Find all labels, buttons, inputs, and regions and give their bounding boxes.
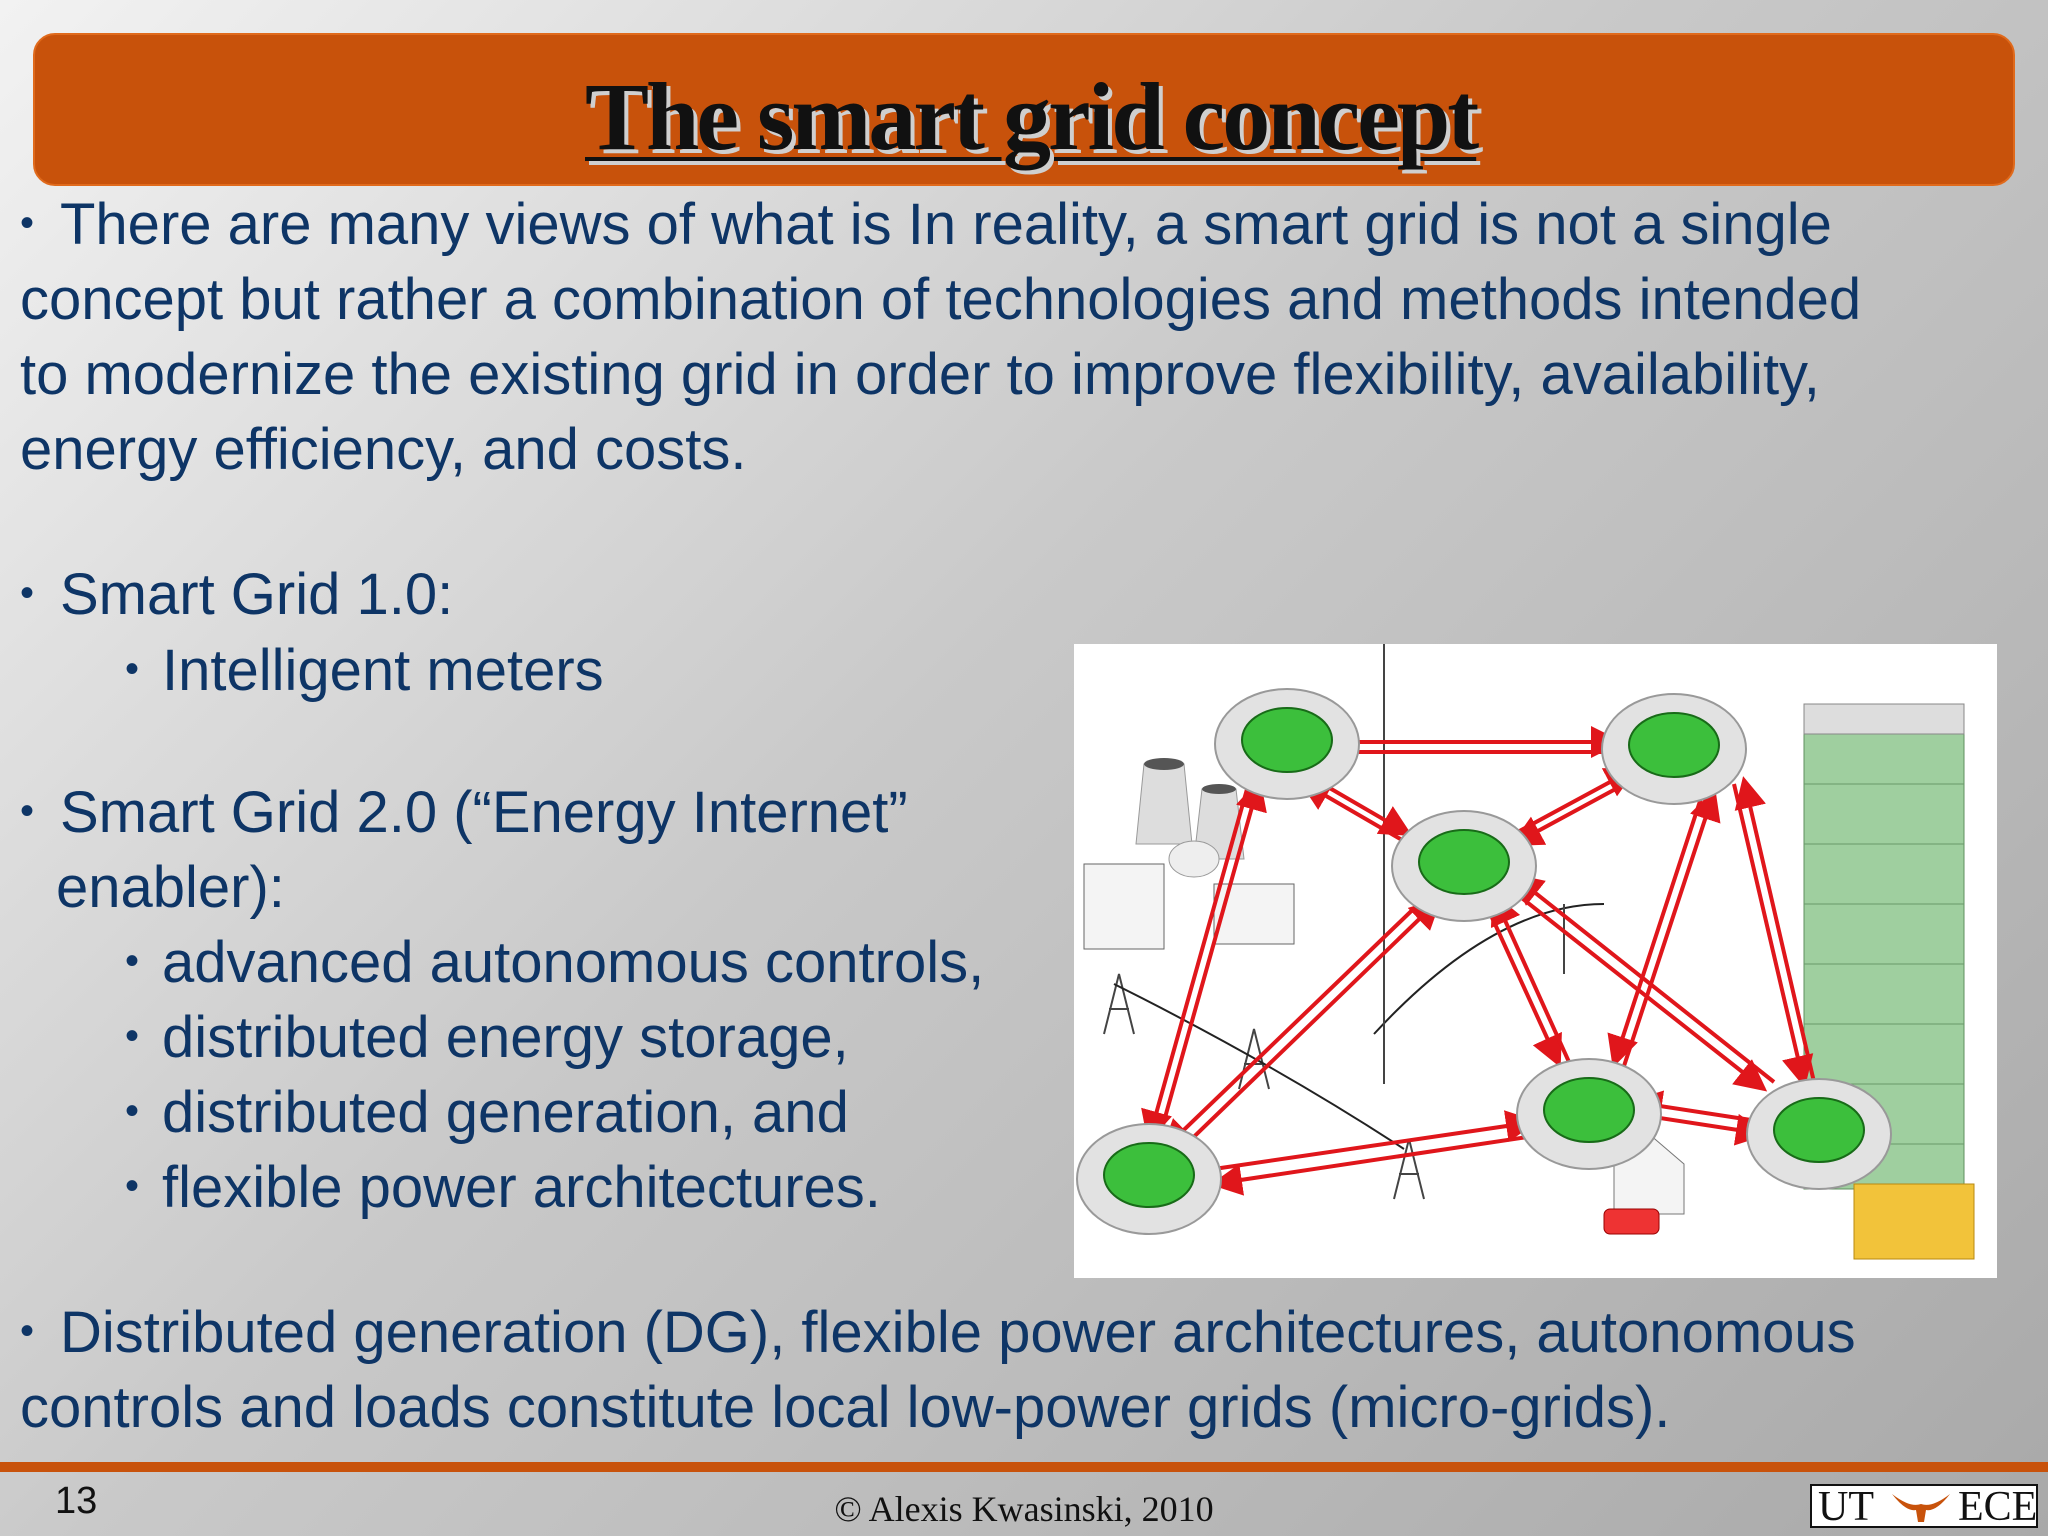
bullet-icon: •	[125, 1164, 140, 1208]
intro-line-2: concept but rather a combination of tech…	[20, 267, 1862, 332]
closing-line-1: Distributed generation (DG), flexible po…	[60, 1300, 1856, 1365]
slide-title: The smart grid concept	[585, 63, 1479, 170]
sg1-heading: Smart Grid 1.0:	[60, 562, 454, 627]
sg2-heading-line-2: enabler):	[56, 855, 285, 920]
sg1-item: Intelligent meters	[162, 638, 604, 703]
bullet-icon: •	[125, 1014, 140, 1058]
brain-node-icon	[1601, 693, 1747, 805]
logo-left-text: UT	[1818, 1484, 1874, 1530]
intro-line-1: There are many views of what is In reali…	[60, 192, 1832, 257]
brain-node-icon	[1746, 1078, 1892, 1190]
longhorn-icon	[1892, 1494, 1950, 1522]
bullet-icon: •	[125, 1089, 140, 1133]
brain-node-icon	[1391, 810, 1537, 922]
bullet-icon: •	[20, 571, 35, 615]
smart-grid-diagram	[1074, 644, 1997, 1278]
battery-storage-icon	[1853, 1183, 1975, 1260]
footer-divider	[0, 1462, 2048, 1472]
copyright-notice: © Alexis Kwasinski, 2010	[834, 1489, 1214, 1529]
ut-ece-logo: UT ECE	[1810, 1484, 2038, 1530]
brain-node-icon	[1516, 1058, 1662, 1170]
intro-line-3: to modernize the existing grid in order …	[20, 342, 1820, 407]
title-banner	[33, 33, 2015, 186]
slide-number: 13	[55, 1480, 98, 1522]
communication-arrows	[1141, 726, 1816, 1196]
sg2-item: distributed generation, and	[162, 1080, 849, 1145]
bullet-icon: •	[125, 647, 140, 691]
sg2-item: advanced autonomous controls,	[162, 930, 985, 995]
bullet-icon: •	[20, 201, 35, 245]
bullet-icon: •	[20, 789, 35, 833]
sg2-item: flexible power architectures.	[162, 1155, 881, 1220]
logo-right-text: ECE	[1958, 1484, 2038, 1530]
bullet-icon: •	[125, 939, 140, 983]
closing-line-2: controls and loads constitute local low-…	[20, 1375, 1671, 1440]
brain-node-icon	[1214, 688, 1360, 800]
brain-node-icon	[1076, 1123, 1222, 1235]
intro-line-4: energy efficiency, and costs.	[20, 417, 747, 482]
sg2-item: distributed energy storage,	[162, 1005, 849, 1070]
bullet-icon: •	[20, 1309, 35, 1353]
sg2-heading-line-1: Smart Grid 2.0 (“Energy Internet”	[60, 780, 908, 845]
